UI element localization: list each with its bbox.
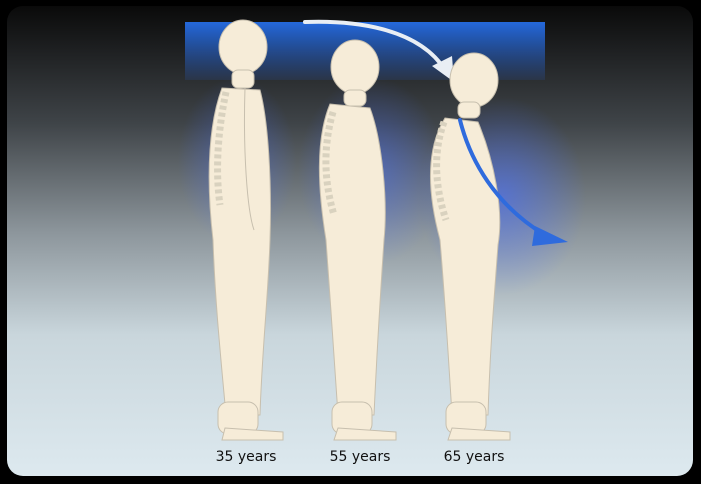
bent-arrow-head <box>532 226 568 246</box>
figure-55-years <box>319 40 396 440</box>
age-label-55: 55 years <box>310 449 410 465</box>
age-label-35: 35 years <box>196 449 296 465</box>
figure-35-years <box>209 20 283 440</box>
age-label-65: 65 years <box>424 449 524 465</box>
figure-65-years <box>430 53 510 440</box>
